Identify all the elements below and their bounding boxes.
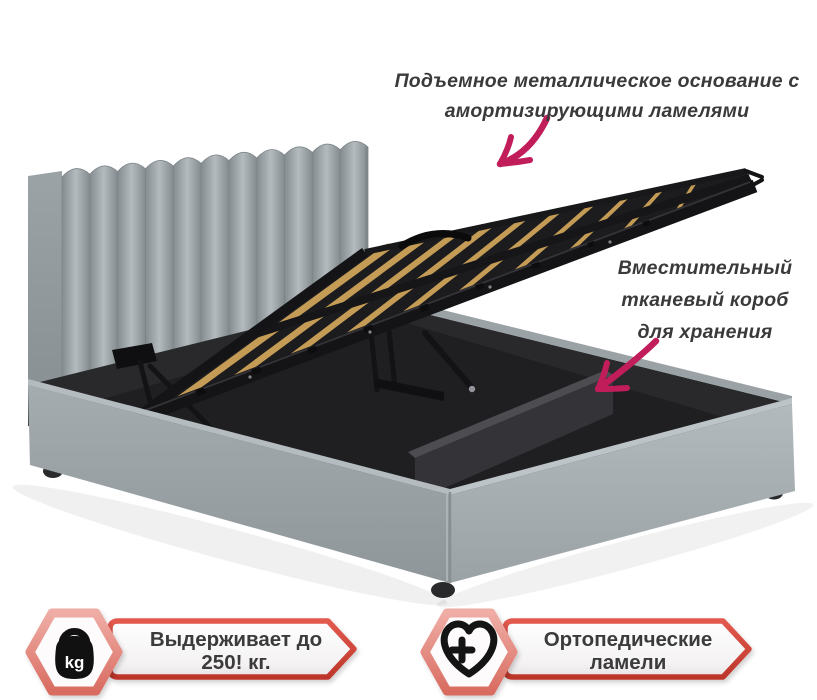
kg-label: kg: [65, 653, 85, 672]
divider-front-face: [415, 375, 613, 501]
floor-shadow-right: [436, 502, 814, 608]
floor-bracket: [374, 378, 444, 401]
frame-head-rail: [130, 247, 368, 425]
annotation-box-line2: тканевый короб: [621, 289, 789, 311]
annotation-box-line1: Вместительный: [617, 257, 793, 279]
floor-shadow-left: [12, 484, 448, 606]
annotation-lift-base: Подъемное металлическое основание с амор…: [372, 66, 817, 126]
annotation-box-line3: для хранения: [637, 321, 773, 343]
box-front-rim: [28, 379, 450, 495]
hinge-bracket-left: [112, 343, 157, 369]
kettlebell-icon: kg: [55, 628, 94, 679]
divider-top-edge: [408, 370, 613, 458]
gas-piston: [422, 330, 475, 391]
annotation-lift-line1: Подъемное металлическое основание с: [394, 70, 800, 92]
frame-center-rail: [247, 174, 752, 340]
annotation-lift-line2: амортизирующими ламелями: [444, 100, 750, 122]
arrow-to-lift-base: [496, 114, 551, 168]
weight-badge-line2: 250! кг.: [201, 651, 270, 674]
frame-near-rail: [130, 179, 758, 427]
headboard: [28, 141, 369, 385]
headboard-channels: [61, 141, 369, 378]
box-foot-face: [450, 404, 795, 583]
heart-plus-icon: [440, 620, 498, 678]
headboard-side-panel: [28, 171, 62, 385]
box-front-face: [28, 385, 450, 583]
lift-handle: [398, 230, 472, 250]
box-foot-rim: [450, 398, 792, 495]
weight-badge-line1: Выдерживает до: [150, 628, 322, 651]
frame-screws: [248, 240, 612, 379]
interior-back-rim: [370, 292, 792, 404]
storage-box: [12, 379, 814, 608]
orthopedic-badge-line1: Ортопедические: [544, 628, 713, 651]
annotation-arrows: [496, 114, 660, 393]
orthopedic-badge-line2: ламели: [590, 651, 667, 674]
arrow-to-storage-box: [594, 337, 660, 393]
annotation-storage-box: Вместительный тканевый короб для хранени…: [576, 252, 817, 348]
badge-orthopedic: Ортопедические ламели: [420, 608, 752, 696]
badge-weight-capacity: kg Выдерживает до 250! кг.: [25, 608, 357, 696]
slat-holders: [195, 219, 651, 397]
slat-base-frame: [130, 168, 764, 427]
frame-tip-notch: [744, 169, 764, 188]
